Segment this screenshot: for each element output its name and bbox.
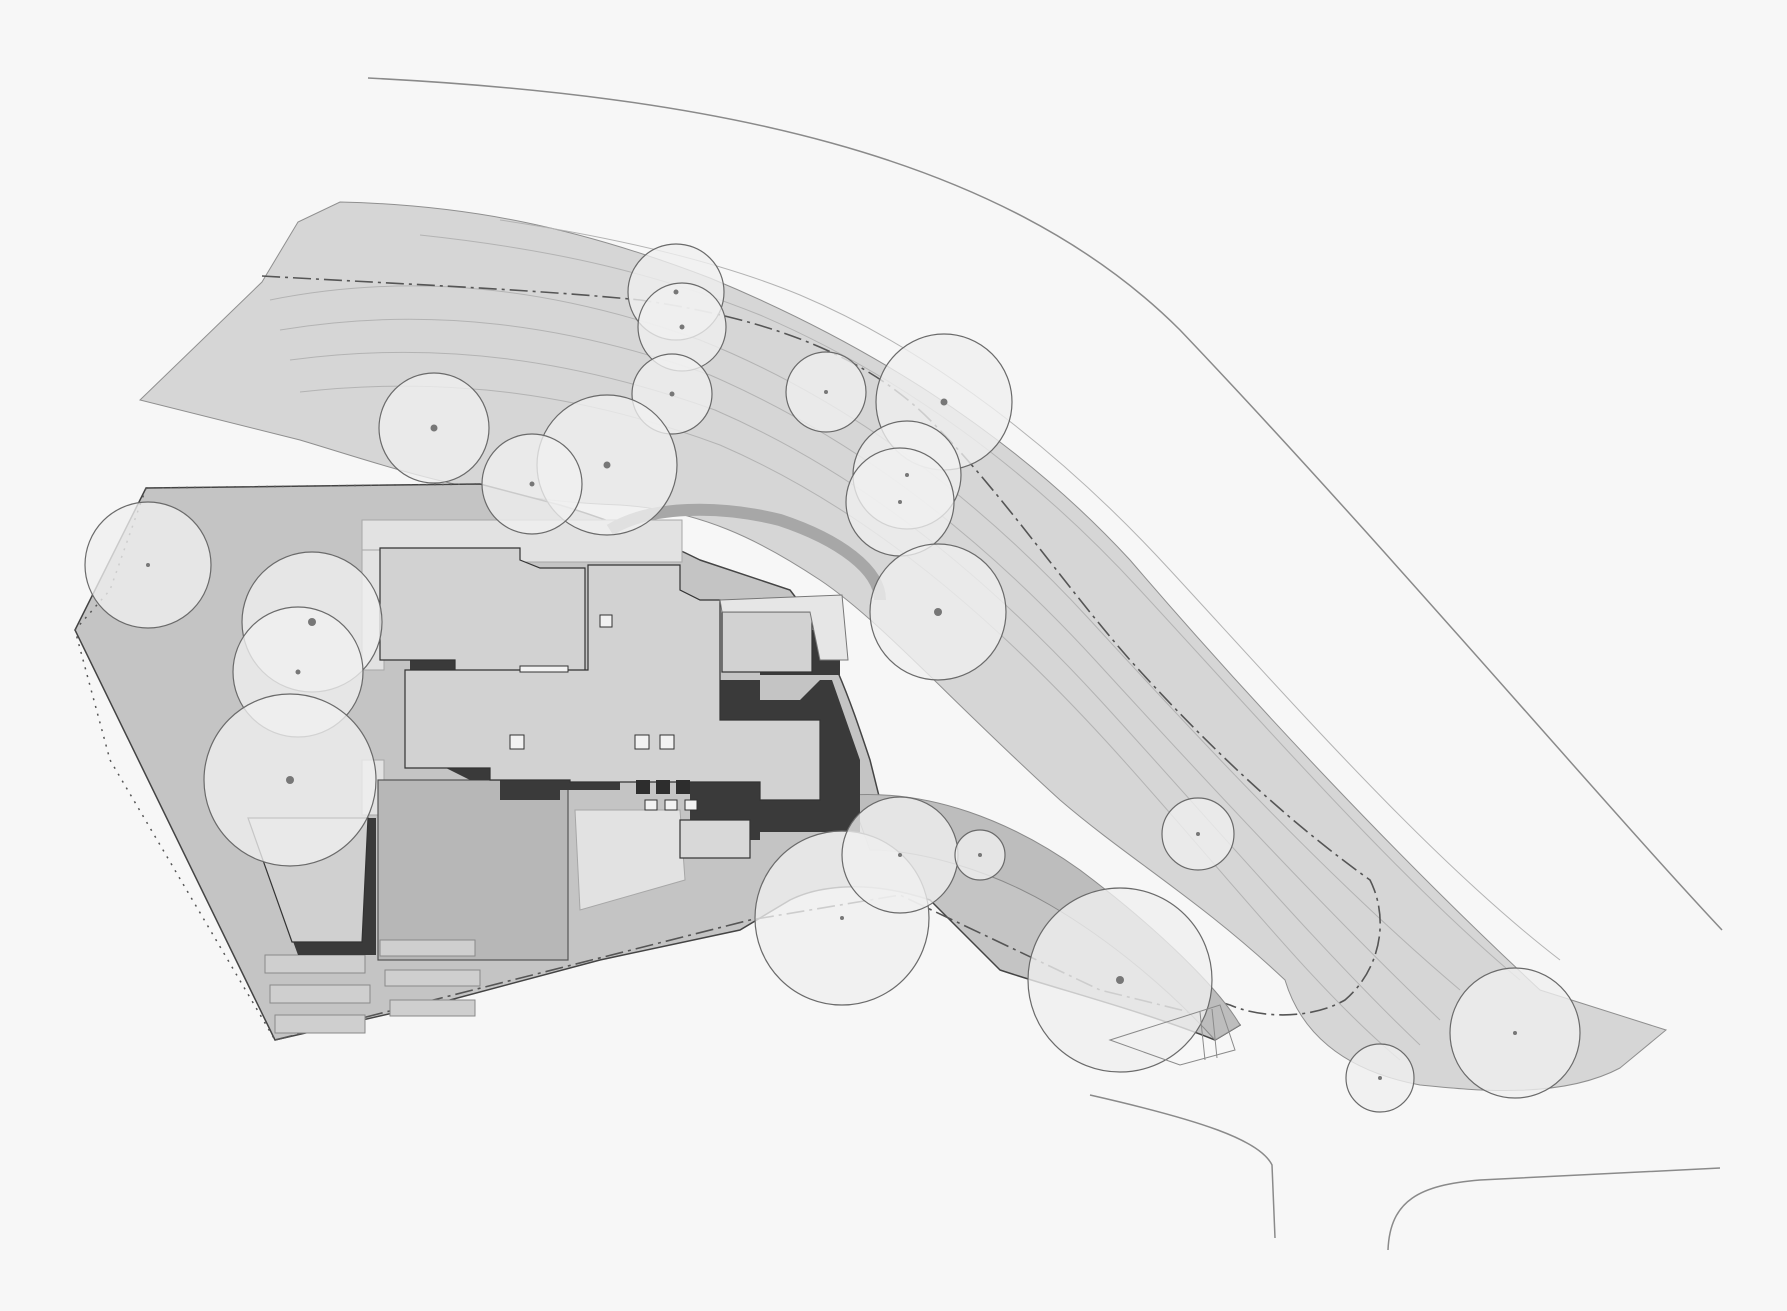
- parking-bay: [274, 1014, 366, 1034]
- tree-trunk-dot: [669, 391, 675, 397]
- tree-trunks: [146, 289, 1517, 1080]
- road-edge-north: [367, 77, 1723, 931]
- parking-bays: [264, 939, 481, 1034]
- skylight: [509, 734, 525, 750]
- tree-trunk-dot: [905, 473, 909, 477]
- roof-main-wing: [404, 564, 821, 801]
- tree-trunk-dot: [940, 398, 948, 406]
- skylight: [634, 734, 650, 750]
- roof-east-block: [721, 611, 813, 673]
- tree-trunk-dot: [295, 669, 301, 675]
- tree-trunk-dot: [1513, 1031, 1517, 1035]
- tree-trunk-dot: [840, 916, 844, 920]
- south-dark-panels: [636, 780, 698, 811]
- tree-trunk-dot: [978, 853, 982, 857]
- tree-trunk-dot: [898, 853, 902, 857]
- tree-trunk-dot: [146, 563, 150, 567]
- tree-trunk-dot: [1378, 1076, 1382, 1080]
- tree-trunk-dot: [1116, 976, 1124, 984]
- east-stair: [719, 594, 849, 661]
- garden-court: [377, 779, 569, 961]
- south-terrace-strip: [679, 819, 751, 859]
- tree-trunk-dot: [603, 461, 611, 469]
- parking-bay: [269, 984, 371, 1004]
- road-edges: [367, 77, 1723, 1251]
- parking-bay: [379, 939, 476, 957]
- skylights: [509, 614, 675, 750]
- skylight: [599, 614, 613, 628]
- skylight-strip: [519, 665, 569, 673]
- house: [379, 547, 849, 801]
- parking-bay: [384, 969, 481, 987]
- skylight: [659, 734, 675, 750]
- tree-trunk-dot: [824, 390, 828, 394]
- tree-trunk-dot: [1196, 832, 1200, 836]
- parking-bay: [264, 954, 366, 974]
- tree-trunk-dot: [679, 324, 685, 330]
- east-steps: [1108, 1004, 1236, 1066]
- south-lawn: [377, 779, 569, 961]
- tree-trunk-dot: [898, 500, 902, 504]
- parking-bay: [389, 999, 476, 1017]
- tree-trunk-dot: [430, 424, 438, 432]
- tree-trunk-dot: [934, 608, 942, 616]
- tree-trunk-dot: [308, 618, 316, 626]
- road-edge-southeast: [1387, 1167, 1721, 1251]
- roof-north-wing: [379, 547, 586, 676]
- tree-trunk-dot: [286, 776, 294, 784]
- tree-trunk-dot: [529, 481, 535, 487]
- tree-trunk-dot: [673, 289, 679, 295]
- road-edge-south: [1089, 1094, 1276, 1239]
